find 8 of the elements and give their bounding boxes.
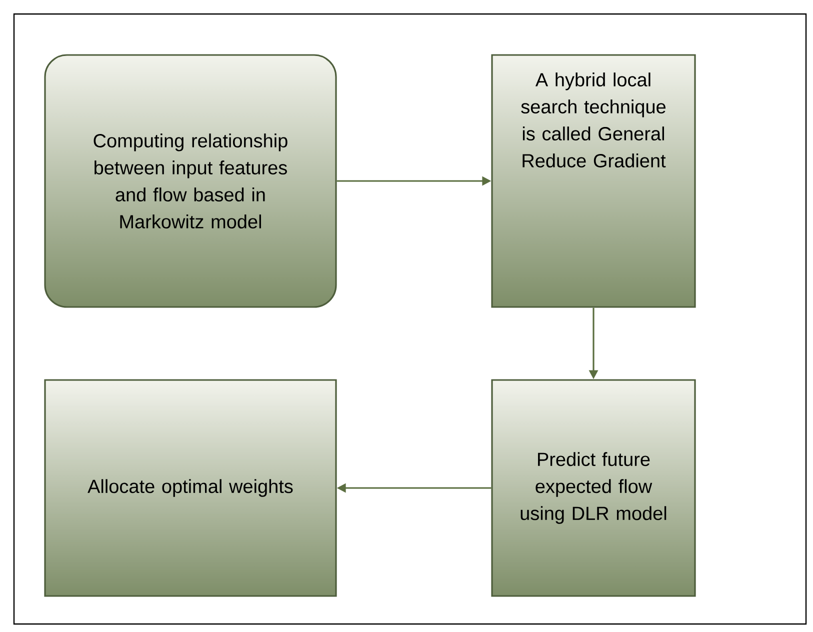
box-text: Predict future expected flow using DLR model xyxy=(520,452,666,524)
box-text: A hybrid local search technique is called General Reduce Gradient xyxy=(521,72,666,168)
box-text: Allocate optimal weights xyxy=(88,479,293,497)
process-box xyxy=(491,379,696,597)
process-box xyxy=(491,54,696,308)
process-box xyxy=(44,379,337,597)
box-text: Computing relationship between input features and flow based in Markowitz model xyxy=(94,134,288,228)
rounded-box xyxy=(44,54,337,308)
